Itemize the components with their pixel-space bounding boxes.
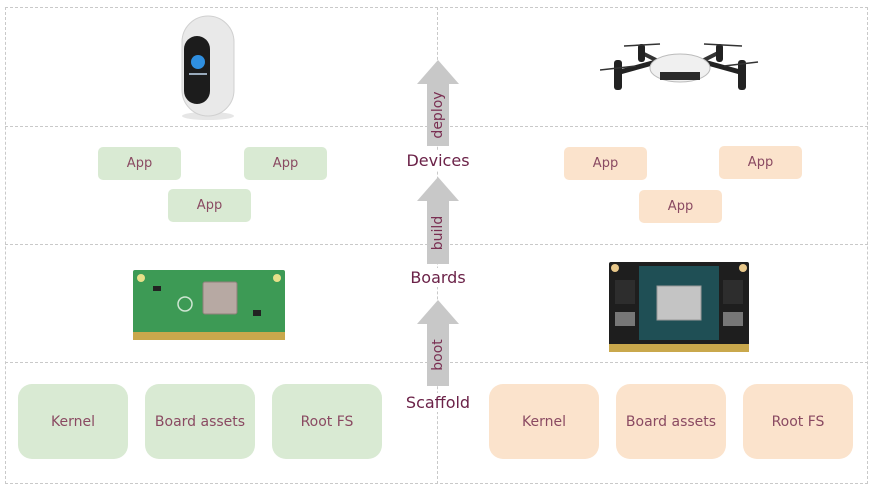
drone-image xyxy=(599,40,760,102)
grid-line-right xyxy=(867,7,868,484)
deploy-arrow: deploy xyxy=(417,60,459,146)
devices-label: Devices xyxy=(388,151,488,170)
build-arrow: build xyxy=(417,177,459,264)
scaffold-label: Scaffold xyxy=(388,393,488,412)
left-scaffold-kernel: Kernel xyxy=(18,384,128,459)
arrow-head-icon xyxy=(417,300,459,324)
right-app-1: App xyxy=(564,147,647,180)
right-scaffold-root-fs: Root FS xyxy=(743,384,853,459)
left-app-3: App xyxy=(168,189,251,222)
grid-line-top xyxy=(5,7,868,8)
build-arrow-label: build xyxy=(430,215,446,250)
right-app-3: App xyxy=(639,190,722,223)
grid-line-left xyxy=(5,7,6,484)
left-app-1: App xyxy=(98,147,181,180)
boot-arrow: boot xyxy=(417,300,459,386)
grid-line-bottom xyxy=(5,483,868,484)
nvidia-jetson-board-image xyxy=(609,262,749,352)
smart-speaker-image xyxy=(178,14,238,122)
boards-label: Boards xyxy=(388,268,488,287)
arrow-head-icon xyxy=(417,177,459,201)
arrow-head-icon xyxy=(417,60,459,84)
deploy-arrow-label: deploy xyxy=(430,91,446,139)
raspberry-pi-board-image xyxy=(133,270,285,342)
right-scaffold-kernel: Kernel xyxy=(489,384,599,459)
right-scaffold-board-assets: Board assets xyxy=(616,384,726,459)
boot-arrow-label: boot xyxy=(430,339,446,371)
right-app-2: App xyxy=(719,146,802,179)
left-scaffold-board-assets: Board assets xyxy=(145,384,255,459)
left-scaffold-root-fs: Root FS xyxy=(272,384,382,459)
left-app-2: App xyxy=(244,147,327,180)
